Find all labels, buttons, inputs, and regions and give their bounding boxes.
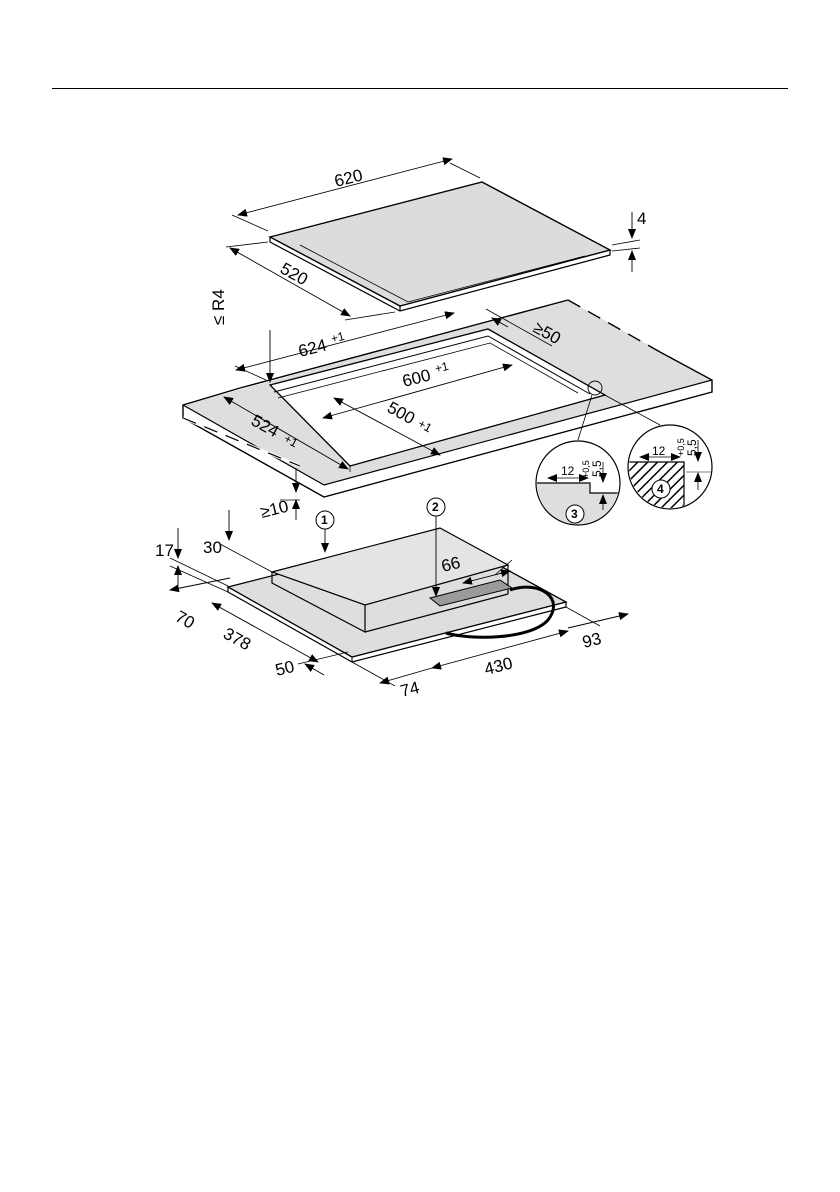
corner-radius-label: ≤ R4 xyxy=(209,289,228,325)
dim-offset-50: 50 xyxy=(273,652,348,680)
dim-glass-thickness: 4 xyxy=(612,209,646,272)
hob-glass-top xyxy=(270,182,610,311)
height-17-label: 17 xyxy=(155,541,174,560)
installation-diagram: 620 520 4 ≤ R4 xyxy=(0,0,840,760)
detail-4: 12 5,5 +0,5 4 xyxy=(620,425,720,520)
outer-width-tol: +1 xyxy=(329,329,346,346)
detail-3: 12 5,5 +0,5 3 xyxy=(530,441,630,540)
hob-width-label: 620 xyxy=(332,166,364,191)
detail3-tol: +0,5 xyxy=(581,460,591,478)
outer-width-label: 624 xyxy=(296,336,328,361)
detail4-depth: 5,5 xyxy=(685,439,699,456)
height-30-label: 30 xyxy=(203,538,222,557)
dim-offset-93: 93 xyxy=(566,607,628,652)
detail3-depth: 5,5 xyxy=(590,460,604,477)
offset-70-label: 70 xyxy=(172,607,198,633)
hob-underside xyxy=(228,528,566,662)
offset-50-label: 50 xyxy=(273,657,296,680)
offset-74-label: 74 xyxy=(398,678,421,701)
dim-length-430: 430 xyxy=(432,631,568,679)
glass-thickness-label: 4 xyxy=(637,209,646,228)
detail3-width: 12 xyxy=(561,464,575,478)
hob-depth-label: 520 xyxy=(277,259,311,289)
length-430-label: 430 xyxy=(482,654,514,679)
detail4-tol: +0,5 xyxy=(676,438,686,456)
detail4-label: 4 xyxy=(657,482,664,496)
front-clearance-label: ≥10 xyxy=(258,497,290,522)
offset-93-label: 93 xyxy=(580,629,603,652)
detail3-label: 3 xyxy=(571,507,578,521)
dim-offset-74: 74 xyxy=(352,662,432,701)
dim-front-clearance: ≥10 xyxy=(258,468,300,522)
callout-1: 1 xyxy=(316,511,334,552)
dim-offset-70: 70 xyxy=(170,578,230,633)
detail4-width: 12 xyxy=(652,444,666,458)
svg-text:1: 1 xyxy=(321,513,328,527)
svg-text:2: 2 xyxy=(432,500,439,514)
length-378-label: 378 xyxy=(220,624,254,654)
